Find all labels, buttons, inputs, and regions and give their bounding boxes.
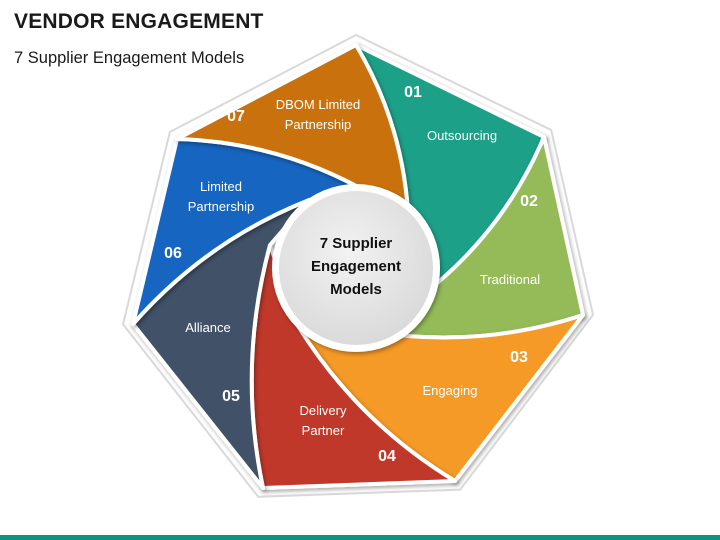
segment-label-02: Traditional — [480, 272, 540, 287]
bottom-accent-bar — [0, 535, 720, 540]
center-text-line: Engagement — [311, 258, 401, 275]
segment-label-07: Partnership — [285, 117, 351, 132]
segment-label-05: Alliance — [185, 320, 231, 335]
segment-label-06: Limited — [200, 179, 242, 194]
page-subtitle: 7 Supplier Engagement Models — [14, 49, 245, 67]
heptagon-outline — [121, 33, 595, 498]
segment-label-01: Outsourcing — [427, 128, 497, 143]
segment-number-02: 02 — [520, 193, 538, 210]
segment-number-03: 03 — [510, 349, 528, 366]
segment-label-04: Delivery — [300, 403, 347, 418]
segment-number-05: 05 — [222, 388, 240, 405]
center-text-line: 7 Supplier — [320, 235, 393, 252]
segment-number-06: 06 — [164, 245, 182, 262]
segment-number-01: 01 — [404, 84, 422, 101]
center-circle — [279, 191, 433, 345]
segment-label-03: Engaging — [423, 383, 478, 398]
segment-number-04: 04 — [378, 448, 396, 465]
segment-number-07: 07 — [227, 108, 245, 125]
segment-label-04: Partner — [302, 423, 345, 438]
segment-label-07: DBOM Limited — [276, 97, 361, 112]
center-text-line: Models — [330, 281, 382, 298]
segment-label-06: Partnership — [188, 199, 254, 214]
page-title: VENDOR ENGAGEMENT — [14, 10, 264, 33]
